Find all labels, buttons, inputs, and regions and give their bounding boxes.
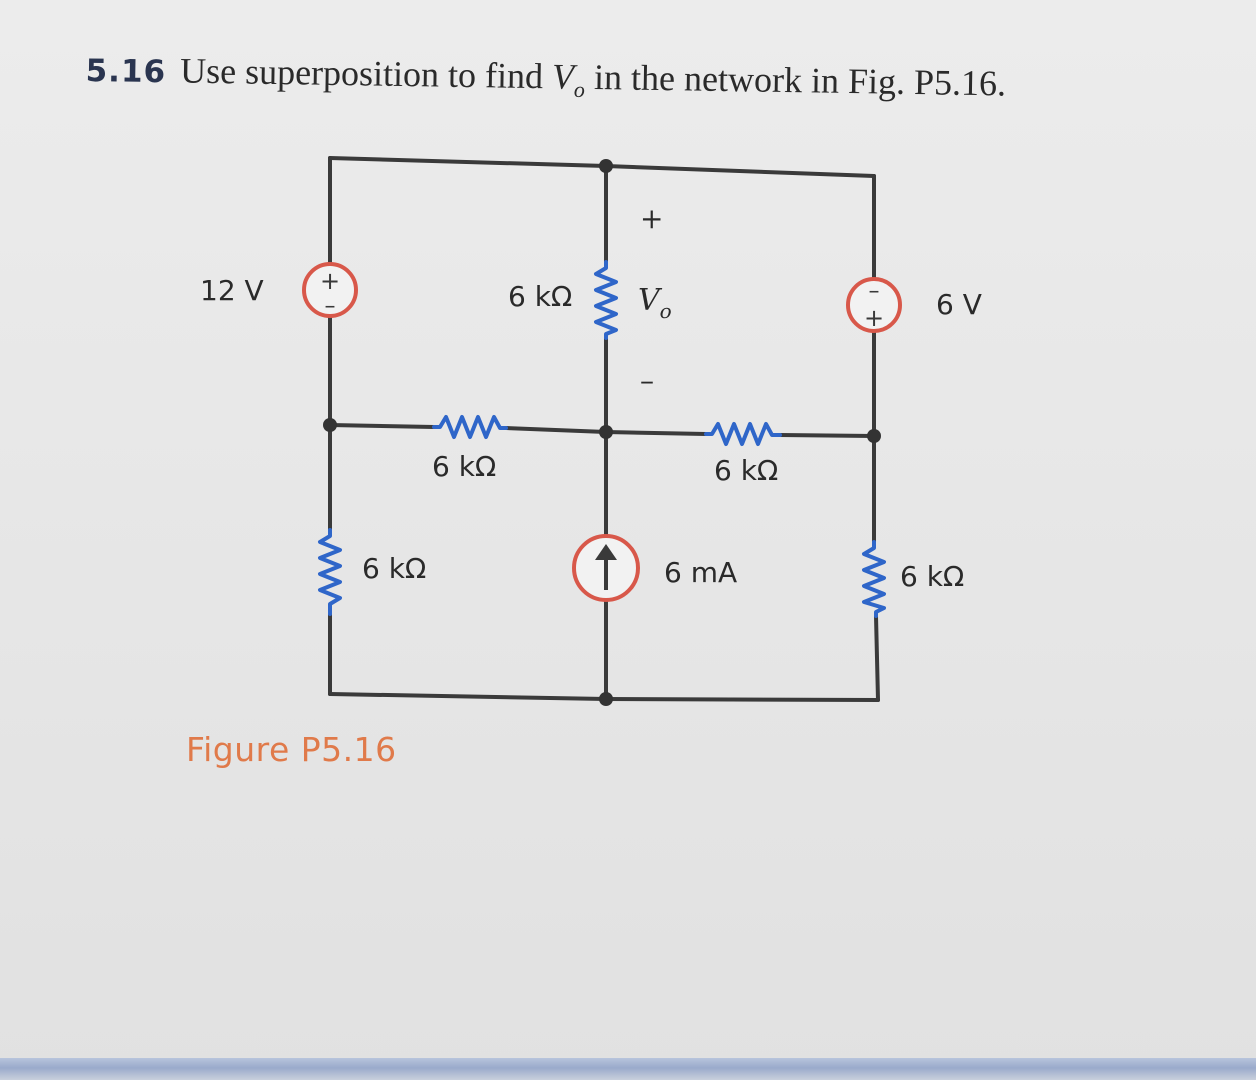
vo-label-letter: V bbox=[638, 283, 663, 318]
resistor-bottom-left bbox=[318, 528, 342, 616]
wire-mid-right-a bbox=[604, 430, 708, 436]
current-source bbox=[572, 534, 640, 602]
node-mid-left bbox=[323, 418, 337, 432]
voltage-source-right-plus: + bbox=[864, 304, 884, 332]
vo-label: Vo bbox=[638, 283, 672, 323]
wire-mid-right-b bbox=[778, 433, 876, 438]
node-mid-center bbox=[599, 425, 613, 439]
circuit-diagram: + – – + 12 V 6 V 6 kΩ 6 kΩ 6 kΩ 6 kΩ 6 bbox=[200, 156, 982, 706]
voltage-source-left: + – bbox=[302, 262, 358, 319]
label-resistor-mid-left: 6 kΩ bbox=[432, 450, 496, 483]
wire-mid-left-b bbox=[504, 426, 608, 434]
page-bottom-edge bbox=[0, 1058, 1256, 1080]
resistor-mid-left bbox=[432, 415, 508, 439]
voltage-source-right-minus: – bbox=[869, 279, 880, 304]
voltage-source-right: – + bbox=[846, 277, 902, 333]
label-6v: 6 V bbox=[936, 288, 982, 321]
label-resistor-center: 6 kΩ bbox=[508, 280, 572, 313]
label-current-source: 6 mA bbox=[664, 556, 737, 589]
node-top-center bbox=[599, 159, 613, 173]
resistor-mid-right bbox=[704, 422, 782, 446]
vo-label-subscript: o bbox=[660, 299, 672, 323]
figure-caption: Figure P5.16 bbox=[186, 730, 397, 769]
resistors bbox=[318, 260, 886, 618]
current-source-arrow-head-icon bbox=[595, 544, 617, 560]
voltage-source-left-circle bbox=[302, 262, 358, 318]
label-12v: 12 V bbox=[200, 274, 264, 307]
label-resistor-bottom-left: 6 kΩ bbox=[362, 552, 426, 585]
resistor-bottom-right bbox=[862, 540, 886, 618]
voltage-source-right-circle bbox=[846, 277, 902, 333]
wire-right-lower bbox=[874, 614, 880, 702]
circuit-nodes bbox=[323, 159, 881, 706]
voltage-source-left-minus: – bbox=[325, 294, 336, 319]
label-resistor-bottom-right: 6 kΩ bbox=[900, 560, 964, 593]
vo-plus-sign: + bbox=[640, 202, 663, 235]
node-bottom-center bbox=[599, 692, 613, 706]
resistor-center-vertical bbox=[594, 260, 618, 340]
node-mid-right bbox=[867, 429, 881, 443]
vo-minus-sign: – bbox=[640, 364, 654, 397]
wire-mid-left-a bbox=[328, 423, 436, 429]
voltage-source-left-plus: + bbox=[320, 267, 340, 295]
label-resistor-mid-right: 6 kΩ bbox=[714, 454, 778, 487]
